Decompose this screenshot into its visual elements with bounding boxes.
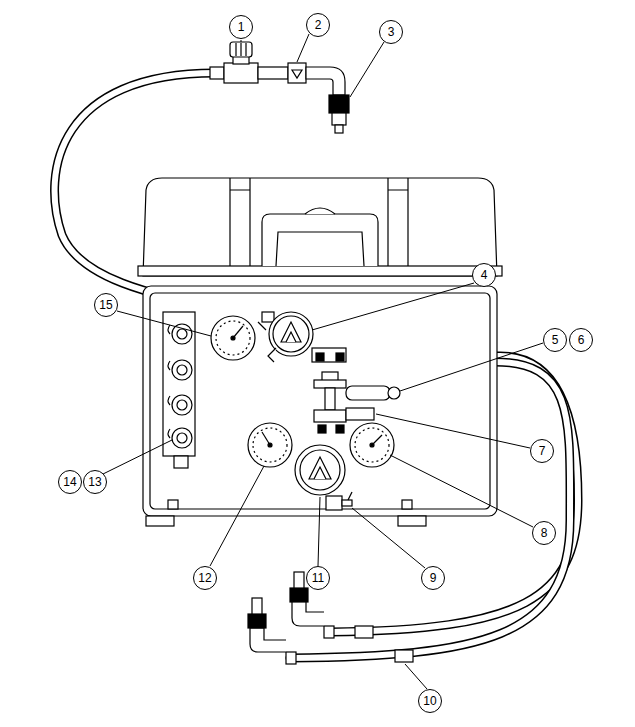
manifold xyxy=(163,312,195,468)
callout-number: 9 xyxy=(430,572,437,584)
callout-circle: 3 xyxy=(379,20,403,44)
callout-number: 13 xyxy=(88,476,101,488)
callout-number: 6 xyxy=(578,334,585,346)
callout-circle: 6 xyxy=(569,328,593,352)
callout-circle: 12 xyxy=(193,566,217,590)
callout-circle: 11 xyxy=(306,566,330,590)
callout-number: 8 xyxy=(541,527,548,539)
top-valve-assembly xyxy=(210,42,349,133)
callout-number: 11 xyxy=(312,572,324,584)
callout-circle: 1 xyxy=(229,15,253,39)
bottom-fittings xyxy=(248,572,413,664)
callout-number: 7 xyxy=(539,445,546,457)
gauges xyxy=(211,312,394,495)
callout-circle: 10 xyxy=(418,689,442,713)
callout-circle: 13 xyxy=(83,470,107,494)
callout-number: 5 xyxy=(552,334,559,346)
case-body xyxy=(143,286,497,526)
callout-number: 14 xyxy=(63,476,76,488)
callout-circle: 4 xyxy=(472,263,496,287)
callout-number: 3 xyxy=(388,26,395,38)
callout-number: 15 xyxy=(99,299,112,311)
callout-number: 2 xyxy=(315,19,322,31)
callout-number: 1 xyxy=(238,21,245,33)
callout-number: 10 xyxy=(423,695,436,707)
callout-circle: 14 xyxy=(58,470,82,494)
case-lid xyxy=(138,178,502,276)
callout-circle: 9 xyxy=(421,566,445,590)
leader-lines xyxy=(103,34,543,689)
callout-number: 12 xyxy=(198,572,211,584)
callout-circle: 8 xyxy=(532,521,556,545)
callout-circle: 5 xyxy=(543,328,567,352)
callout-circle: 2 xyxy=(306,13,330,37)
callout-circle: 15 xyxy=(94,293,118,317)
piping xyxy=(262,312,400,510)
callout-circle: 7 xyxy=(530,439,554,463)
callout-number: 4 xyxy=(481,269,488,281)
hoses xyxy=(55,73,578,658)
